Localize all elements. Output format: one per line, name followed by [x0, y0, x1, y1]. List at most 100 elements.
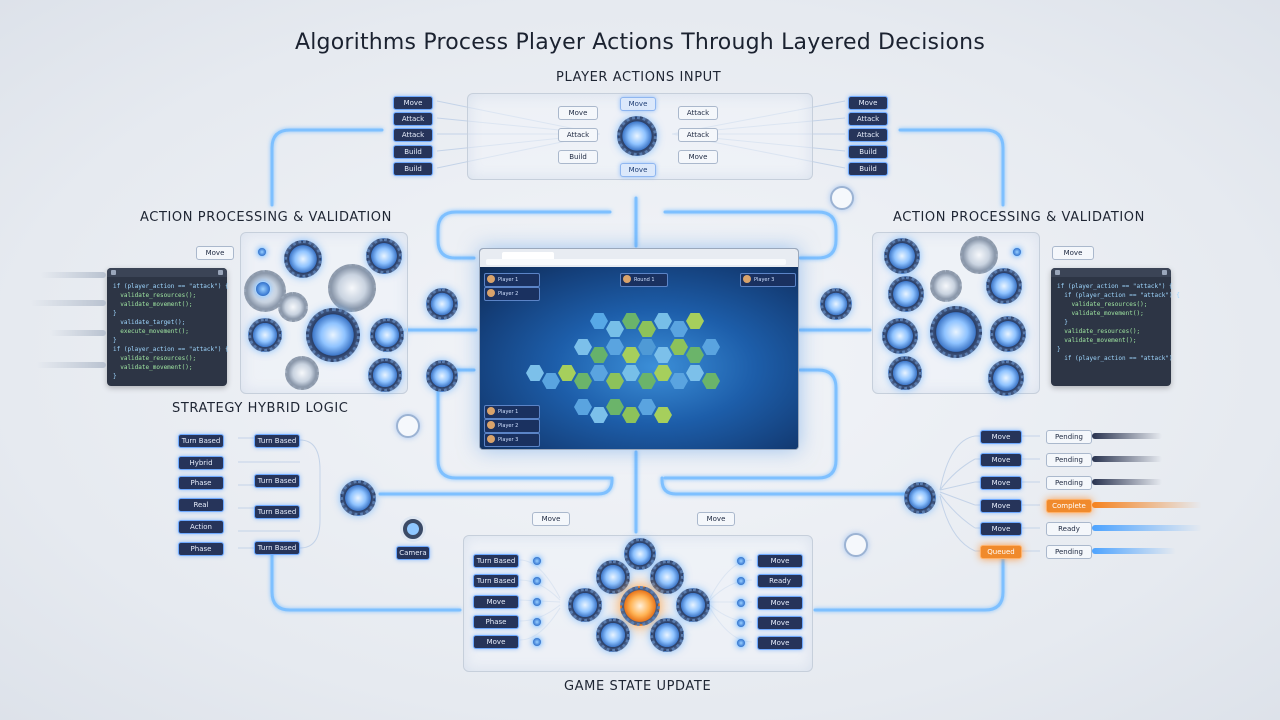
- code-line: if (player_action == "attack") {: [113, 346, 229, 353]
- player-name: Player 3: [498, 437, 519, 443]
- gear-icon: [676, 588, 710, 622]
- round-text: Round 1: [634, 277, 655, 283]
- game-screen[interactable]: Player 1 Player 2 Player 3 Player 1 Play…: [479, 248, 799, 450]
- code-line: validate_movement();: [113, 364, 193, 371]
- realtime-item-highlight: Queued: [980, 545, 1022, 559]
- gear-icon: [568, 588, 602, 622]
- player-card: Player 3: [740, 273, 796, 287]
- motion-streak: [1092, 502, 1202, 508]
- realtime-item: Move: [980, 430, 1022, 444]
- gear-icon: [596, 618, 630, 652]
- section-label-input: PLAYER ACTIONS INPUT: [556, 70, 722, 85]
- player-card: Player 1: [484, 405, 540, 419]
- input-left-item: Attack: [393, 128, 433, 142]
- section-label-strategy: STRATEGY HYBRID LOGIC: [172, 401, 349, 416]
- code-panel-right: if (player_action == "attack") { if (pla…: [1051, 268, 1180, 386]
- left-output-node: [257, 247, 267, 257]
- gear-icon: [624, 538, 656, 570]
- status-item: Pending: [1046, 453, 1092, 467]
- gear-icon: [884, 238, 920, 274]
- flow-top-right: [898, 128, 1005, 207]
- strategy-branch: Turn Based: [254, 434, 300, 448]
- gear-icon: [820, 288, 852, 320]
- gear-icon: [248, 318, 282, 352]
- code-line: if (player_action == "attack") {: [1057, 292, 1180, 299]
- motion-streak: [1092, 456, 1162, 462]
- strategy-item: Phase: [178, 542, 224, 556]
- state-node: [532, 576, 542, 586]
- realtime-item: Move: [980, 476, 1022, 490]
- state-node: [532, 617, 542, 627]
- hud-round: Round 1: [620, 273, 668, 287]
- status-item: Complete: [1046, 499, 1092, 513]
- flow-top-left: [270, 128, 384, 207]
- flow-to-strategy: [378, 476, 614, 496]
- gear-icon: [328, 264, 376, 312]
- mid-label-left: Move: [532, 512, 570, 526]
- status-item: Ready: [1046, 522, 1092, 536]
- player-name: Player 2: [498, 291, 519, 297]
- state-node: [532, 556, 542, 566]
- state-node: [532, 637, 542, 647]
- state-right-item: Ready: [757, 574, 803, 588]
- status-item: Pending: [1046, 430, 1092, 444]
- gear-icon: [278, 292, 308, 322]
- browser-tab[interactable]: [502, 252, 554, 262]
- state-node: [736, 598, 746, 608]
- flow-right-top: [663, 210, 838, 260]
- code-line: validate_resources();: [113, 355, 197, 362]
- state-left-item: Move: [473, 595, 519, 609]
- camera-icon: Camera: [396, 516, 430, 560]
- motion-streak: [50, 330, 106, 336]
- browser-chrome: [480, 249, 798, 267]
- code-line: }: [113, 337, 117, 344]
- gear-icon: [285, 356, 319, 390]
- code-line: validate_movement();: [1057, 310, 1144, 317]
- gear-icon: [988, 360, 1024, 396]
- input-inner-right-item: Move: [678, 150, 718, 164]
- motion-streak: [36, 362, 106, 368]
- strategy-item: Action: [178, 520, 224, 534]
- flow-to-realtime: [660, 476, 907, 496]
- input-inner-right-item: Attack: [678, 128, 718, 142]
- address-bar[interactable]: [486, 259, 786, 265]
- code-line: validate_resources();: [1057, 301, 1148, 308]
- user-icon[interactable]: [830, 186, 854, 210]
- gear-icon: [366, 238, 402, 274]
- toggle-icon[interactable]: [844, 533, 868, 557]
- gear-icon: [930, 306, 982, 358]
- state-left-item: Turn Based: [473, 554, 519, 568]
- code-line: validate_movement();: [113, 301, 193, 308]
- input-left-item: Build: [393, 145, 433, 159]
- input-inner-left-item: Build: [558, 150, 598, 164]
- code-line: if (player_action == "attack") {: [113, 283, 229, 290]
- player-card: Player 1: [484, 273, 540, 287]
- state-left-item: Turn Based: [473, 574, 519, 588]
- section-label-processing-right: ACTION PROCESSING & VALIDATION: [893, 210, 1145, 225]
- state-node: [736, 576, 746, 586]
- compass-icon[interactable]: [396, 414, 420, 438]
- strategy-item: Real: [178, 498, 224, 512]
- code-line: validate_resources();: [1057, 328, 1141, 335]
- state-node: [736, 638, 746, 648]
- code-line: validate_movement();: [1057, 337, 1137, 344]
- flow-bottom-left: [270, 553, 462, 612]
- code-line: }: [1057, 319, 1068, 326]
- strategy-branch: Turn Based: [254, 474, 300, 488]
- code-line: }: [113, 373, 117, 380]
- state-node: [532, 597, 542, 607]
- motion-streak: [40, 272, 106, 278]
- input-left-item: Build: [393, 162, 433, 176]
- right-output-label: Move: [1052, 246, 1094, 260]
- gear-icon: [306, 308, 360, 362]
- strategy-gear-icon: [340, 480, 376, 516]
- gear-icon: [888, 276, 924, 312]
- realtime-hub-icon: [904, 482, 936, 514]
- gear-icon: [888, 356, 922, 390]
- flow-bottom-right: [813, 553, 1005, 612]
- code-line: validate_resources();: [113, 292, 197, 299]
- motion-streak: [30, 300, 106, 306]
- gear-icon: [426, 360, 458, 392]
- gear-icon: [426, 288, 458, 320]
- input-right-item: Move: [848, 96, 888, 110]
